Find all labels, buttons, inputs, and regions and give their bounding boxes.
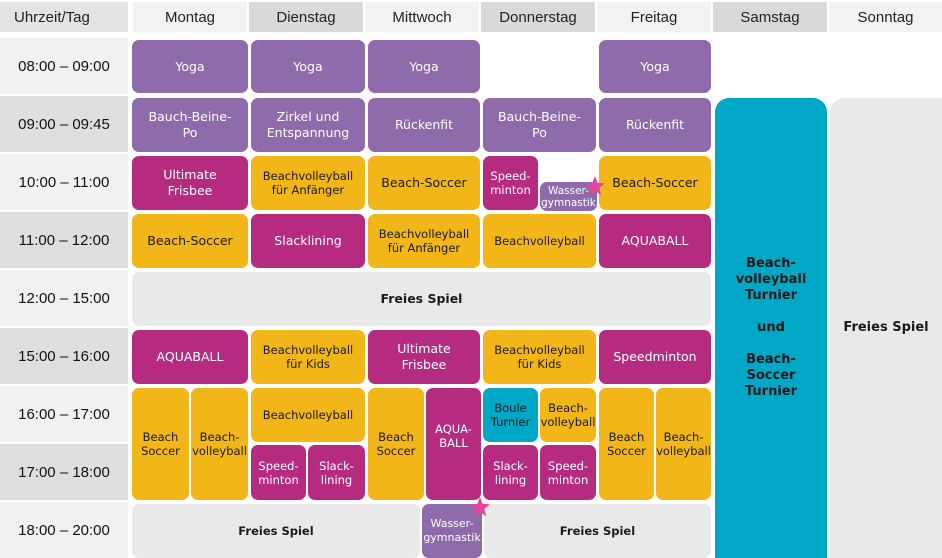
activity-freies-spiel-evening-right: Freies Spiel (484, 504, 711, 558)
activity-yoga-tuesday: Yoga (251, 40, 365, 93)
activity-wassergymnastik-wednesday-evening: Wasser- gymnastik (422, 504, 482, 558)
activity-boule-turnier-thursday: Boule Turnier (483, 388, 538, 442)
time-slot-1800: 18:00 – 20:00 (0, 502, 128, 558)
activity-yoga-monday: Yoga (132, 40, 248, 93)
header-day-monday: Montag (133, 2, 247, 32)
activity-speedminton-thursday-evening: Speed- minton (540, 445, 596, 500)
activity-beach-soccer-friday: Beach-Soccer (599, 156, 711, 210)
activity-slacklining-thursday-evening: Slack- lining (483, 445, 538, 500)
header-day-wednesday: Mittwoch (365, 2, 479, 32)
activity-beach-soccer-wednesday: Beach-Soccer (368, 156, 480, 210)
activity-beach-soccer-monday: Beach-Soccer (132, 214, 248, 268)
activity-freies-spiel-midday: Freies Spiel (132, 272, 711, 326)
time-slot-0900: 09:00 – 09:45 (0, 96, 128, 152)
header-day-tuesday: Dienstag (249, 2, 363, 32)
header-corner: Uhrzeit/Tag (0, 2, 128, 32)
activity-aquaball-monday: AQUABALL (132, 330, 248, 384)
activity-ultimate-frisbee-wednesday: Ultimate Frisbee (368, 330, 480, 384)
activity-speedminton-thursday: Speed- minton (483, 156, 538, 210)
activity-freies-spiel-sunday: Freies Spiel (830, 98, 942, 558)
activity-beach-soccer-friday-afternoon: Beach Soccer (599, 388, 654, 500)
activity-beachvolleyball-kids-thursday: Beachvolleyball für Kids (483, 330, 596, 384)
star-icon (584, 175, 606, 196)
activity-zirkel-tuesday: Zirkel und Entspannung (251, 98, 365, 152)
activity-bauch-beine-po-thursday: Bauch-Beine- Po (483, 98, 596, 152)
activity-beachvolleyball-thursday: Beachvolleyball (483, 214, 596, 268)
activity-beachvolleyball-anfaenger-tuesday: Beachvolleyball für Anfänger (251, 156, 365, 210)
time-slot-0800: 08:00 – 09:00 (0, 38, 128, 94)
activity-beachvolleyball-kids-tuesday: Beachvolleyball für Kids (251, 330, 365, 384)
header-day-friday: Freitag (597, 2, 711, 32)
activity-aquaball-wednesday-afternoon: AQUA- BALL (426, 388, 481, 500)
time-slot-1100: 11:00 – 12:00 (0, 212, 128, 268)
header-day-thursday: Donnerstag (481, 2, 595, 32)
star-icon (469, 496, 491, 517)
time-slot-1500: 15:00 – 16:00 (0, 328, 128, 384)
header-day-sunday: Sonntag (829, 2, 942, 32)
activity-slacklining-tuesday: Slacklining (251, 214, 365, 268)
activity-wassergymnastik-thursday: Wasser- gymnastik (540, 182, 597, 211)
activity-speedminton-tuesday-evening: Speed- minton (251, 445, 306, 500)
activity-beach-volleyball-thursday-afternoon: Beach- volleyball (540, 388, 596, 442)
activity-slacklining-tuesday-evening: Slack- lining (308, 445, 365, 500)
activity-beach-soccer-monday-afternoon: Beach Soccer (132, 388, 189, 500)
activity-beachvolleyball-anfaenger-wednesday: Beachvolleyball für Anfänger (368, 214, 480, 268)
activity-bauch-beine-po-monday: Bauch-Beine- Po (132, 98, 248, 152)
activity-rueckenfit-friday: Rückenfit (599, 98, 711, 152)
activity-beach-volleyball-friday-afternoon: Beach- volleyball (656, 388, 711, 500)
header-day-saturday: Samstag (713, 2, 827, 32)
activity-beach-volleyball-monday-afternoon: Beach- volleyball (191, 388, 248, 500)
activity-rueckenfit-wednesday: Rückenfit (368, 98, 480, 152)
activity-yoga-wednesday: Yoga (368, 40, 480, 93)
activity-beach-soccer-wednesday-afternoon: Beach Soccer (368, 388, 424, 500)
time-slot-1600: 16:00 – 17:00 (0, 386, 128, 442)
activity-aquaball-friday: AQUABALL (599, 214, 711, 268)
activity-speedminton-friday: Speedminton (599, 330, 711, 384)
activity-beachvolleyball-tuesday-afternoon: Beachvolleyball (251, 388, 365, 442)
activity-turnier-saturday: Beach- volleyball Turnier und Beach- Soc… (715, 98, 827, 558)
activity-ultimate-frisbee-monday: Ultimate Frisbee (132, 156, 248, 210)
activity-freies-spiel-evening-left: Freies Spiel (132, 504, 420, 558)
time-slot-1200: 12:00 – 15:00 (0, 270, 128, 326)
time-slot-1000: 10:00 – 11:00 (0, 154, 128, 210)
activity-yoga-friday: Yoga (599, 40, 711, 93)
time-slot-1700: 17:00 – 18:00 (0, 444, 128, 500)
